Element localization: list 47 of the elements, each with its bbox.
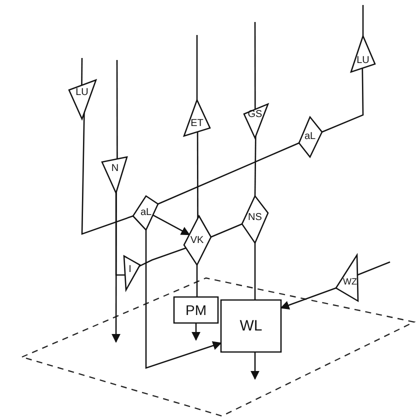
process-box: [221, 300, 281, 352]
connector-line: [81, 112, 134, 235]
connector-line: [210, 223, 242, 238]
triangle-symbol: [244, 104, 268, 138]
diamond-symbol: [184, 216, 211, 265]
arrow: [145, 230, 222, 369]
node-label: LU: [76, 88, 88, 98]
node-label: WZ: [343, 278, 357, 286]
connector-line: [362, 5, 364, 36]
connector-line: [115, 193, 126, 276]
node-label: N: [111, 164, 119, 174]
connector-line: [322, 68, 364, 133]
node-label: WL: [240, 318, 262, 334]
node-label: PM: [186, 303, 206, 317]
diamond-symbol: [133, 196, 158, 230]
diamond-symbol: [299, 117, 322, 157]
connector-line: [254, 243, 256, 300]
connector-line: [116, 60, 118, 159]
triangle-symbol: [184, 100, 210, 136]
node-label: VK: [190, 236, 204, 246]
arrow: [280, 287, 336, 310]
connector-line: [196, 265, 198, 297]
node-label: LU: [356, 56, 370, 66]
connector-line: [254, 136, 256, 196]
connector-line: [158, 142, 300, 205]
process-box: [174, 297, 218, 323]
connector-line: [196, 132, 198, 218]
arrow: [112, 192, 121, 343]
node-label: aL: [304, 132, 316, 142]
triangle-symbol: [124, 256, 140, 290]
arrow: [192, 323, 200, 341]
connector-line: [196, 35, 198, 100]
node-label: aL: [140, 208, 152, 218]
node-label: ET: [190, 119, 204, 129]
node-label: NS: [248, 213, 262, 223]
diamond-symbol: [242, 196, 268, 243]
arrow: [250, 352, 260, 380]
node-label: I: [128, 265, 132, 275]
connector-line: [81, 58, 83, 86]
connector-line: [254, 22, 256, 110]
triangle-symbol: [69, 80, 96, 119]
triangle-symbol: [102, 157, 127, 193]
triangle-symbol: [336, 255, 358, 301]
connector-line: [357, 261, 390, 276]
arrow: [152, 214, 190, 236]
connector-line: [139, 247, 186, 267]
triangle-symbol: [351, 36, 375, 72]
